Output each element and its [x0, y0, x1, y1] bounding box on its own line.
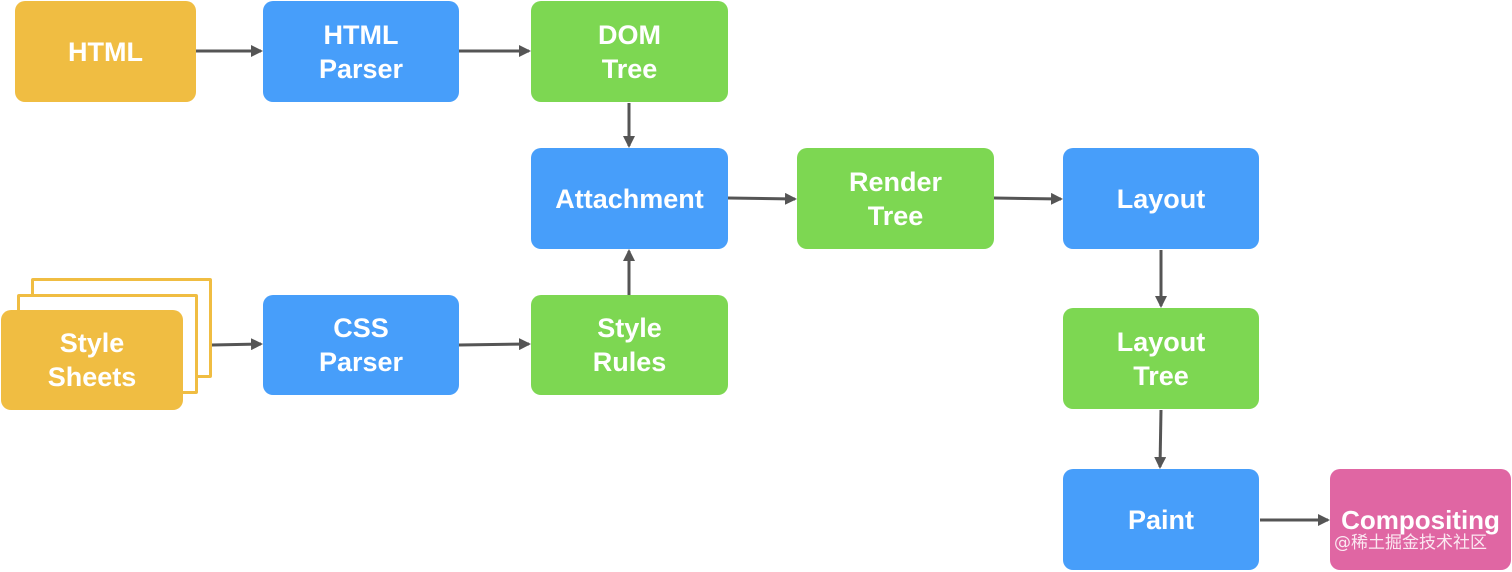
arrow-layout-tree-to-paint — [1154, 409, 1167, 469]
node-paint-label: Paint — [1127, 504, 1194, 535]
node-css-parser: CSS Parser — [263, 295, 459, 395]
node-html: HTML — [15, 1, 196, 102]
node-html-label: HTML — [68, 36, 143, 67]
node-compositing: Compositing — [1330, 469, 1511, 570]
node-render-tree-label: Render Tree — [848, 166, 943, 231]
node-compositing-label: Compositing — [1341, 504, 1500, 535]
arrow-style-sheets-to-css-parser — [211, 338, 263, 351]
node-render-tree: Render Tree — [797, 148, 994, 249]
node-dom-tree: DOM Tree — [531, 1, 728, 102]
arrow-css-parser-to-style-rules — [458, 338, 531, 351]
node-layout: Layout — [1063, 148, 1259, 249]
node-dom-tree-label: DOM Tree — [598, 19, 661, 84]
node-html-parser: HTML Parser — [263, 1, 459, 102]
node-style-rules-label: Style Rules — [592, 313, 667, 377]
node-html-parser-label: HTML Parser — [318, 19, 404, 84]
node-css-parser-label: CSS Parser — [318, 313, 404, 377]
node-style-rules: Style Rules — [531, 295, 728, 395]
watermark: @稀土掘金技术社区 — [1334, 533, 1487, 553]
node-style-sheets: Style Sheets — [1, 310, 183, 410]
arrow-render-tree-to-layout — [993, 192, 1063, 205]
node-layout-tree-label: Layout Tree — [1116, 326, 1206, 391]
node-layout-label: Layout — [1116, 183, 1206, 214]
node-layout-tree: Layout Tree — [1063, 308, 1259, 409]
node-paint: Paint — [1063, 469, 1259, 570]
node-attachment: Attachment — [531, 148, 728, 249]
arrow-attachment-to-render-tree — [727, 192, 797, 205]
node-attachment-label: Attachment — [555, 183, 704, 214]
node-style-sheets-label: Style Sheets — [47, 328, 137, 392]
